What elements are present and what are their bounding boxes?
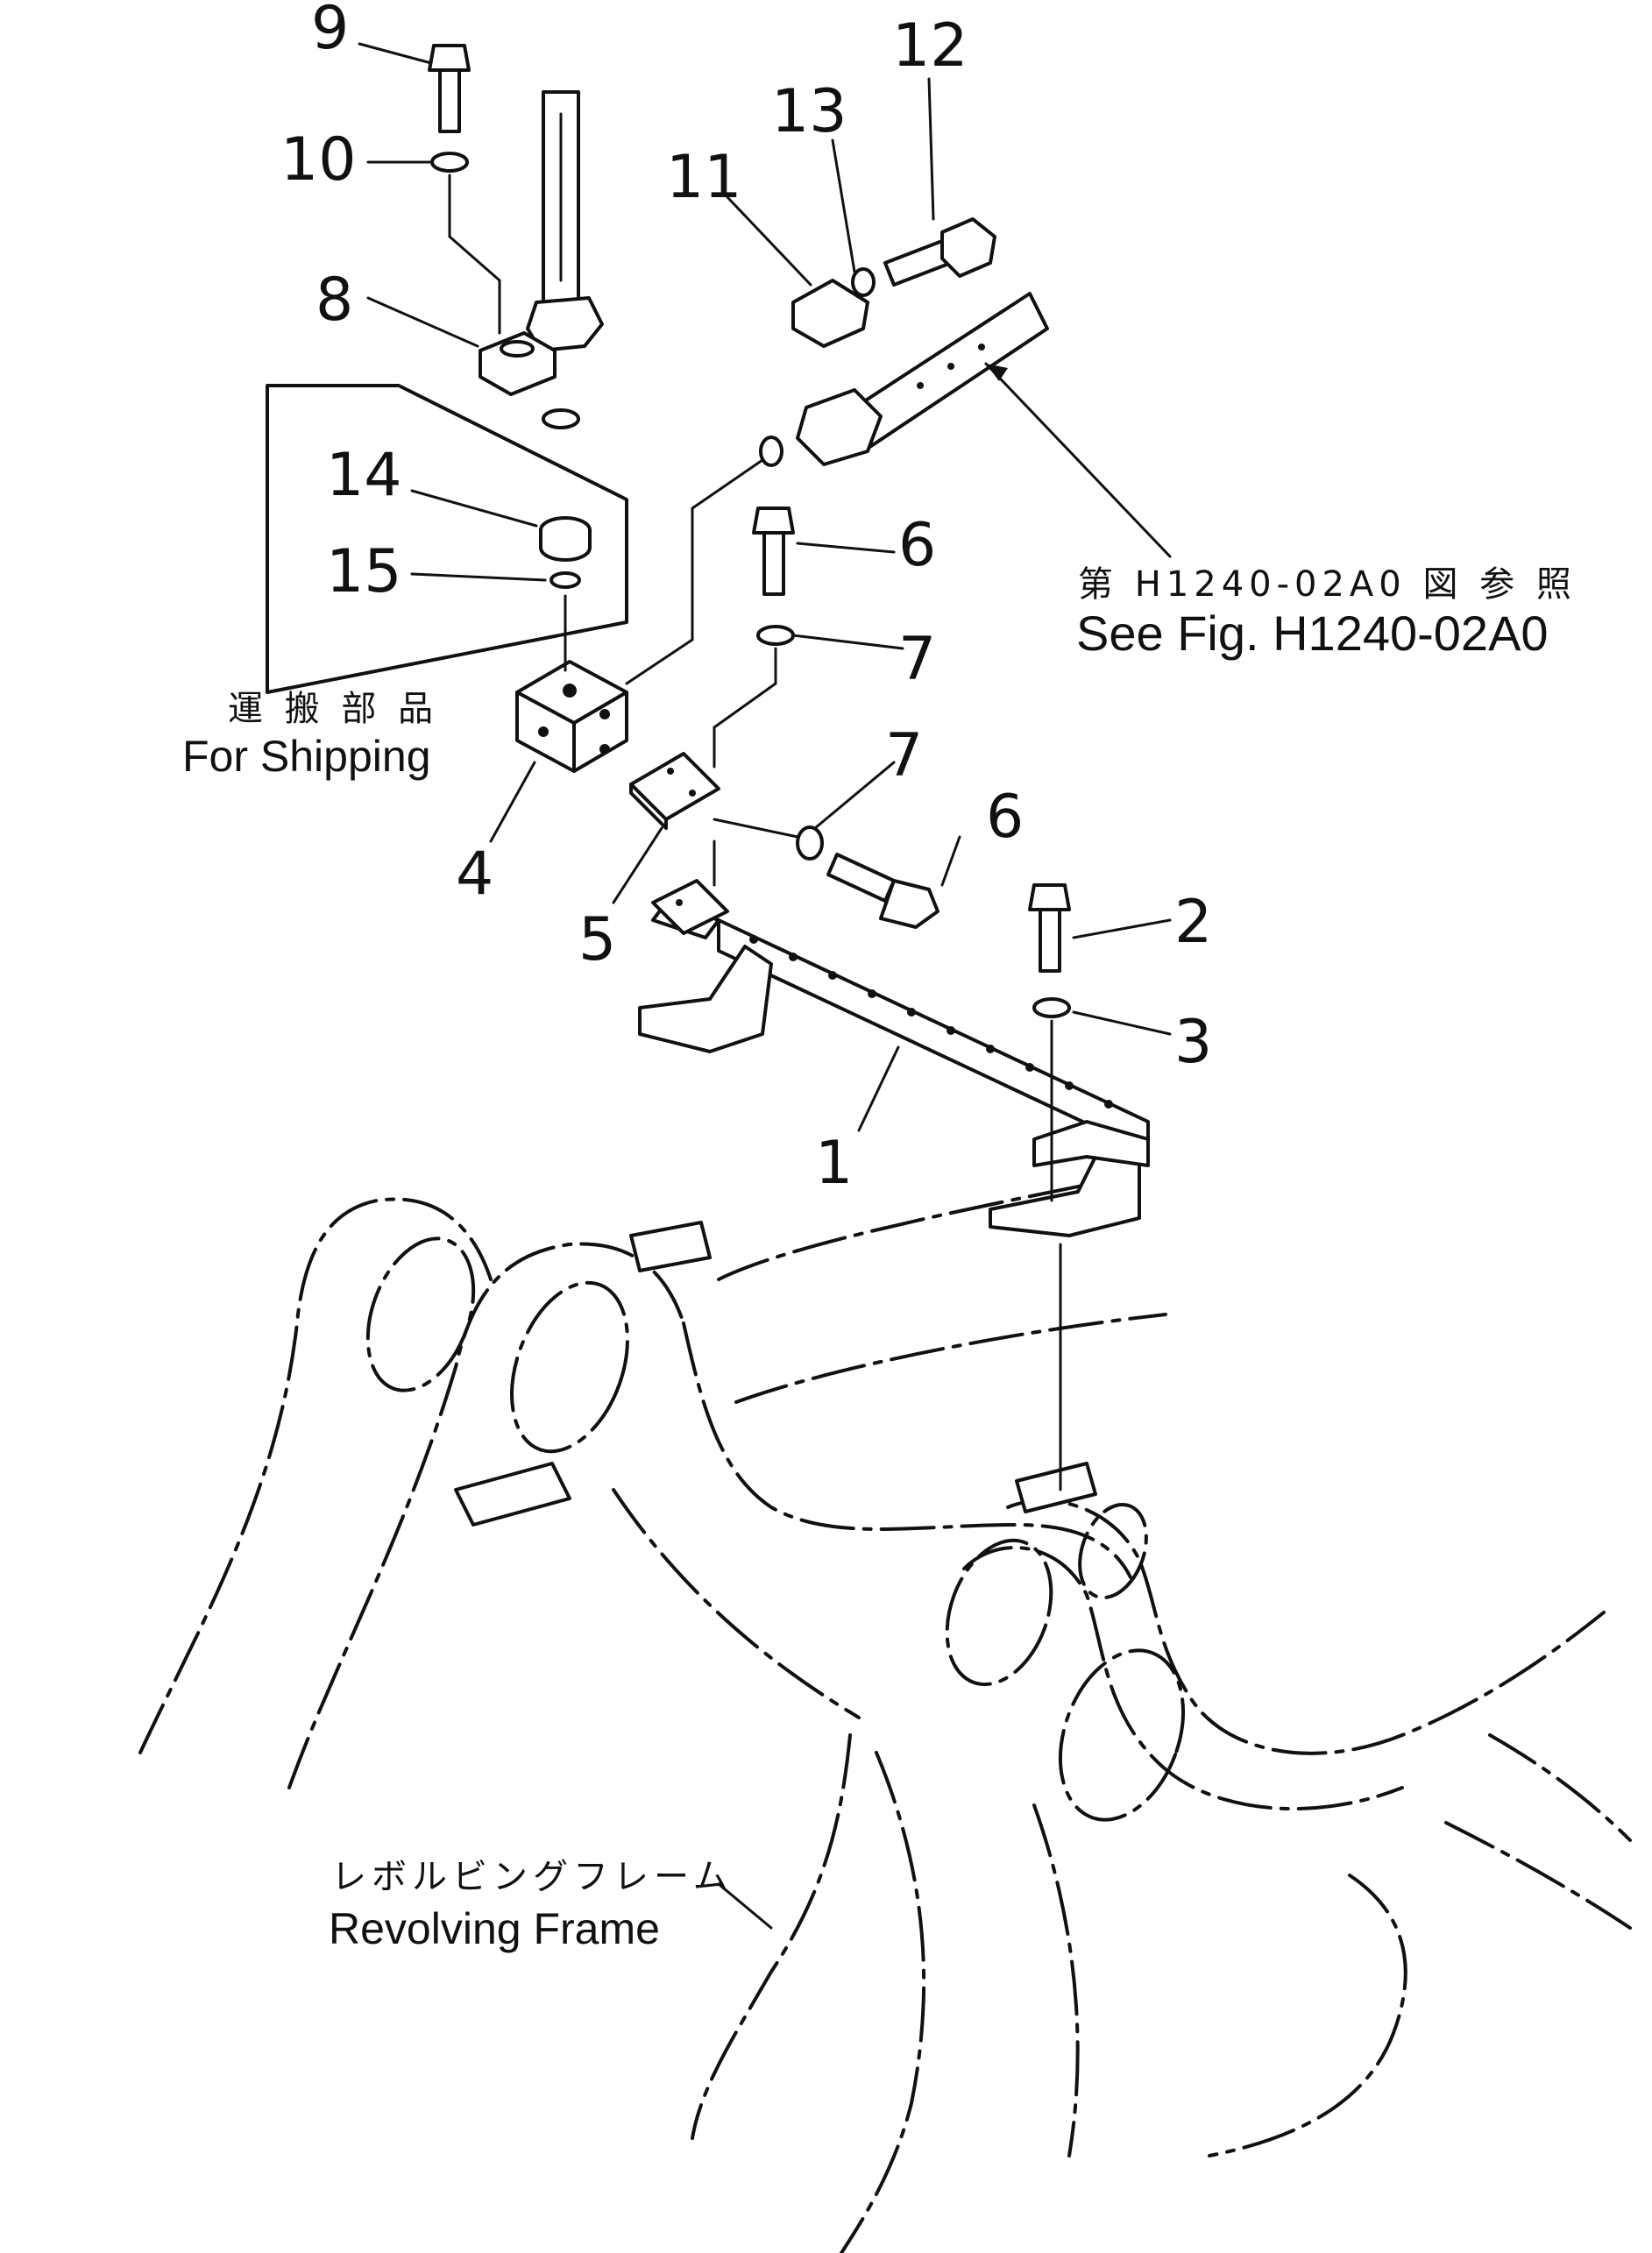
washer-10	[430, 152, 469, 173]
see-fig-jp: 第 H1240-02A0 図 参 照	[1078, 564, 1577, 605]
callout-numbers: 9 10 8 14 15 4 5 11 13 12 6 7 7 6 2 3 1	[280, 0, 1212, 1198]
washer-7-lower	[796, 825, 824, 861]
callout-7-upper: 7	[898, 625, 936, 694]
washer-pipe	[759, 436, 783, 467]
oring-15	[549, 571, 581, 589]
revolving-frame-jp: レボルビングフレーム	[331, 1857, 734, 1897]
callout-6-upper: 6	[898, 511, 936, 580]
shipping-jp: 運 搬 部 品	[228, 689, 438, 729]
beam-holes	[749, 935, 1113, 1109]
callout-6-lower: 6	[986, 783, 1024, 852]
shipping-en: For Shipping	[182, 732, 431, 781]
pipe-vertical	[526, 90, 604, 352]
callout-14: 14	[326, 441, 402, 510]
callout-1: 1	[815, 1129, 853, 1198]
block-4	[515, 660, 628, 773]
see-fig-en: See Fig. H1240-02A0	[1076, 606, 1549, 661]
clamp-8	[479, 331, 557, 396]
bolt-12	[883, 217, 996, 287]
pipe-angled	[796, 292, 1049, 466]
washer-3	[1032, 997, 1071, 1018]
bolt-2	[1028, 883, 1071, 973]
callout-10: 10	[280, 125, 357, 195]
revolving-frame	[138, 1173, 1632, 2253]
assembly-lines	[448, 174, 1062, 1491]
plug-14	[539, 516, 592, 562]
callout-3: 3	[1174, 1008, 1212, 1077]
revolving-frame-en: Revolving Frame	[329, 1904, 660, 1953]
callout-9: 9	[311, 0, 349, 63]
bolt-6-lower	[826, 853, 939, 929]
callout-13: 13	[771, 77, 847, 146]
callout-11: 11	[666, 143, 742, 212]
washer-7-upper	[756, 625, 795, 646]
callout-4: 4	[456, 840, 493, 909]
leader-lines	[358, 42, 1172, 1930]
plate-5	[629, 752, 729, 935]
washer-13	[851, 267, 876, 297]
bolt-6-upper	[752, 507, 795, 596]
callout-15: 15	[326, 537, 402, 606]
callout-2: 2	[1174, 888, 1212, 957]
callout-8: 8	[316, 266, 353, 335]
washer-lower-8	[542, 408, 580, 429]
bracket-beam	[638, 901, 1150, 1237]
clamp-11	[791, 279, 869, 348]
callout-5: 5	[578, 905, 616, 974]
notes: 第 H1240-02A0 図 参 照 See Fig. H1240-02A0 運…	[182, 564, 1577, 1953]
callout-7-lower: 7	[885, 721, 923, 790]
callout-12: 12	[892, 11, 968, 81]
shipping-enclosure	[266, 384, 628, 694]
bolt-9	[428, 44, 471, 133]
